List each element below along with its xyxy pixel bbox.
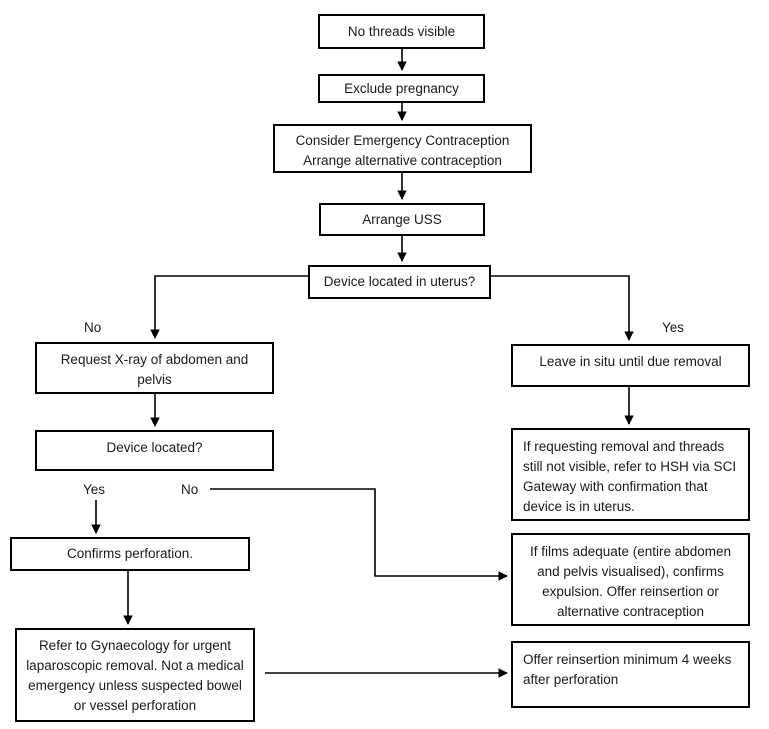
edge-label-text: No <box>181 482 199 497</box>
node-label-line2: Arrange alternative contraception <box>303 153 502 168</box>
node-device-located-in-uterus[interactable]: Device located in uterus? <box>308 265 491 299</box>
node-label-line1: Consider Emergency Contraception <box>295 133 510 148</box>
node-label: If films adequate (entire abdomen and pe… <box>529 544 732 619</box>
node-confirms-perforation[interactable]: Confirms perforation. <box>10 537 250 571</box>
node-label: No threads visible <box>347 23 456 39</box>
edge-label-located-yes: Yes <box>83 482 105 497</box>
edge-label-text: Yes <box>83 482 106 497</box>
edge-label-uterus-no: No <box>84 320 101 335</box>
edge-label-text: No <box>84 320 102 335</box>
node-if-films-adequate[interactable]: If films adequate (entire abdomen and pe… <box>511 533 750 626</box>
connector-located-no-to-films <box>210 488 508 581</box>
node-offer-reinsertion[interactable]: Offer reinsertion minimum 4 weeks after … <box>511 641 750 708</box>
node-label: Leave in situ until due removal <box>539 354 722 369</box>
edge-label-uterus-yes: Yes <box>662 320 684 335</box>
node-exclude-pregnancy[interactable]: Exclude pregnancy <box>318 74 485 103</box>
connector-uterus-no-to-xray <box>150 275 308 339</box>
node-no-threads-visible[interactable]: No threads visible <box>318 14 485 49</box>
node-refer-gynaecology[interactable]: Refer to Gynaecology for urgent laparosc… <box>15 628 255 722</box>
node-if-requesting-removal[interactable]: If requesting removal and threads still … <box>511 428 750 521</box>
edge-label-located-no: No <box>181 482 198 497</box>
node-label: Offer reinsertion minimum 4 weeks after … <box>523 652 732 687</box>
edge-label-text: Yes <box>662 320 685 335</box>
node-label: If requesting removal and threads still … <box>523 439 737 514</box>
node-label: Device located? <box>106 440 203 455</box>
node-label: Exclude pregnancy <box>344 80 459 96</box>
connector-uterus-yes-to-leave <box>491 275 634 341</box>
node-device-located[interactable]: Device located? <box>35 430 274 471</box>
node-label: Confirms perforation. <box>66 546 194 561</box>
node-label: Request X-ray of abdomen and pelvis <box>60 352 249 387</box>
node-leave-in-situ[interactable]: Leave in situ until due removal <box>511 344 750 387</box>
node-arrange-uss[interactable]: Arrange USS <box>319 203 485 236</box>
node-label: Arrange USS <box>362 211 442 227</box>
node-consider-emergency-contraception[interactable]: Consider Emergency Contraception Arrange… <box>273 124 532 173</box>
node-request-xray[interactable]: Request X-ray of abdomen and pelvis <box>35 342 274 394</box>
node-label: Device located in uterus? <box>323 274 476 289</box>
node-label: Refer to Gynaecology for urgent laparosc… <box>26 638 244 713</box>
